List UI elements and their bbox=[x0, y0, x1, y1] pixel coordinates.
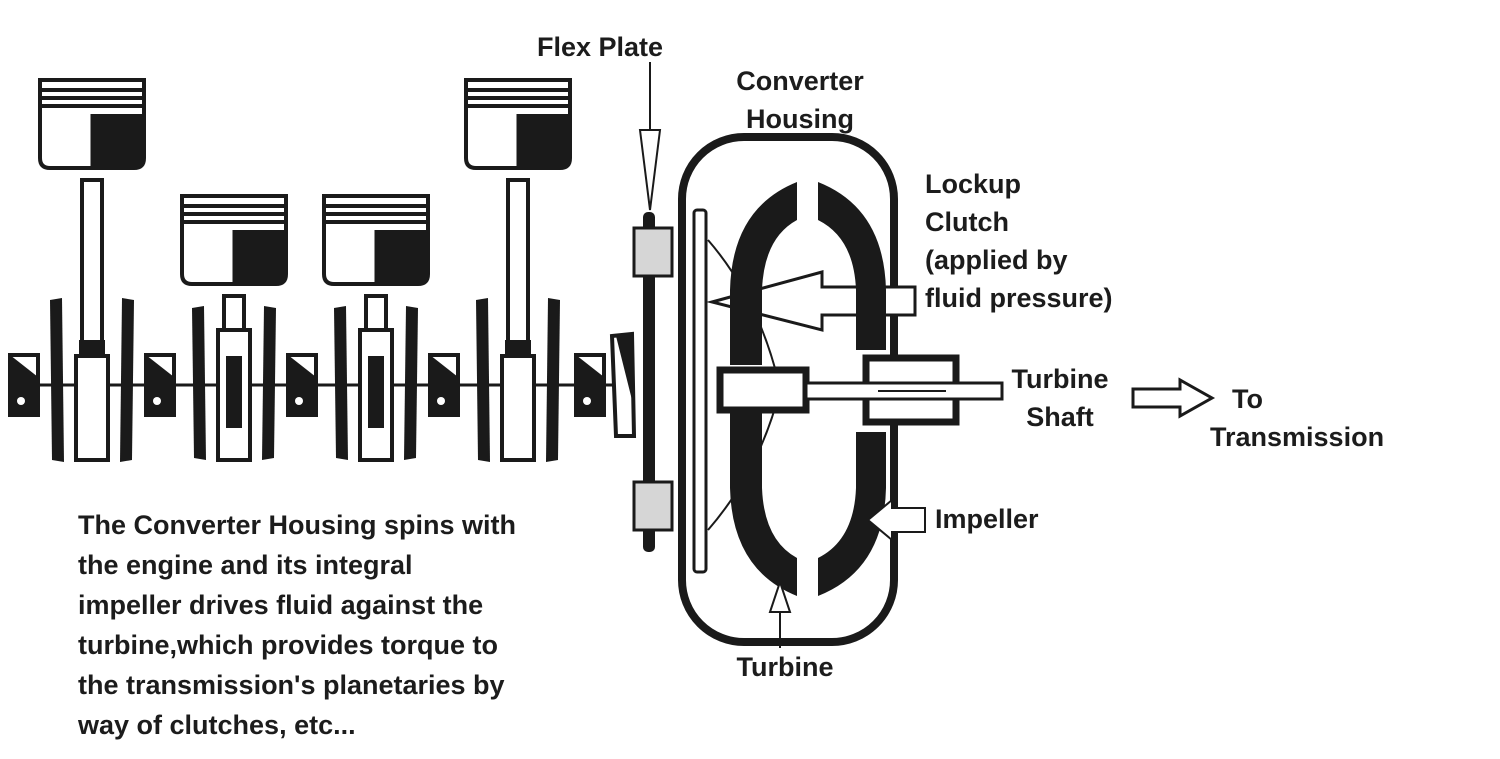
piston bbox=[180, 194, 288, 286]
to-transmission-label: To Transmission bbox=[1210, 384, 1385, 452]
connecting-rods bbox=[48, 178, 562, 464]
main-journal bbox=[428, 353, 460, 417]
piston bbox=[38, 78, 146, 170]
description-text: The Converter Housing spins with the eng… bbox=[78, 510, 517, 740]
piston bbox=[322, 194, 430, 286]
turbine bbox=[730, 182, 797, 648]
piston bbox=[464, 78, 572, 170]
flex-plate-label: Flex Plate bbox=[536, 32, 664, 62]
turbine-label: Turbine bbox=[736, 652, 834, 682]
pistons bbox=[38, 78, 572, 286]
impeller bbox=[818, 182, 926, 596]
main-journal bbox=[574, 353, 606, 417]
impeller-label: Impeller bbox=[935, 504, 1039, 534]
main-journal bbox=[286, 353, 318, 417]
converter-housing-label: Converter Housing bbox=[736, 66, 864, 134]
main-journal bbox=[8, 353, 40, 417]
flex-plate bbox=[632, 62, 674, 552]
turbine-shaft-label: Turbine Shaft bbox=[1011, 364, 1109, 432]
main-journal bbox=[144, 353, 176, 417]
lockup-clutch-label: Lockup Clutch (applied by fluid pressure… bbox=[925, 169, 1113, 313]
turbine-shaft bbox=[716, 354, 1004, 426]
output-arrow bbox=[1131, 377, 1216, 419]
